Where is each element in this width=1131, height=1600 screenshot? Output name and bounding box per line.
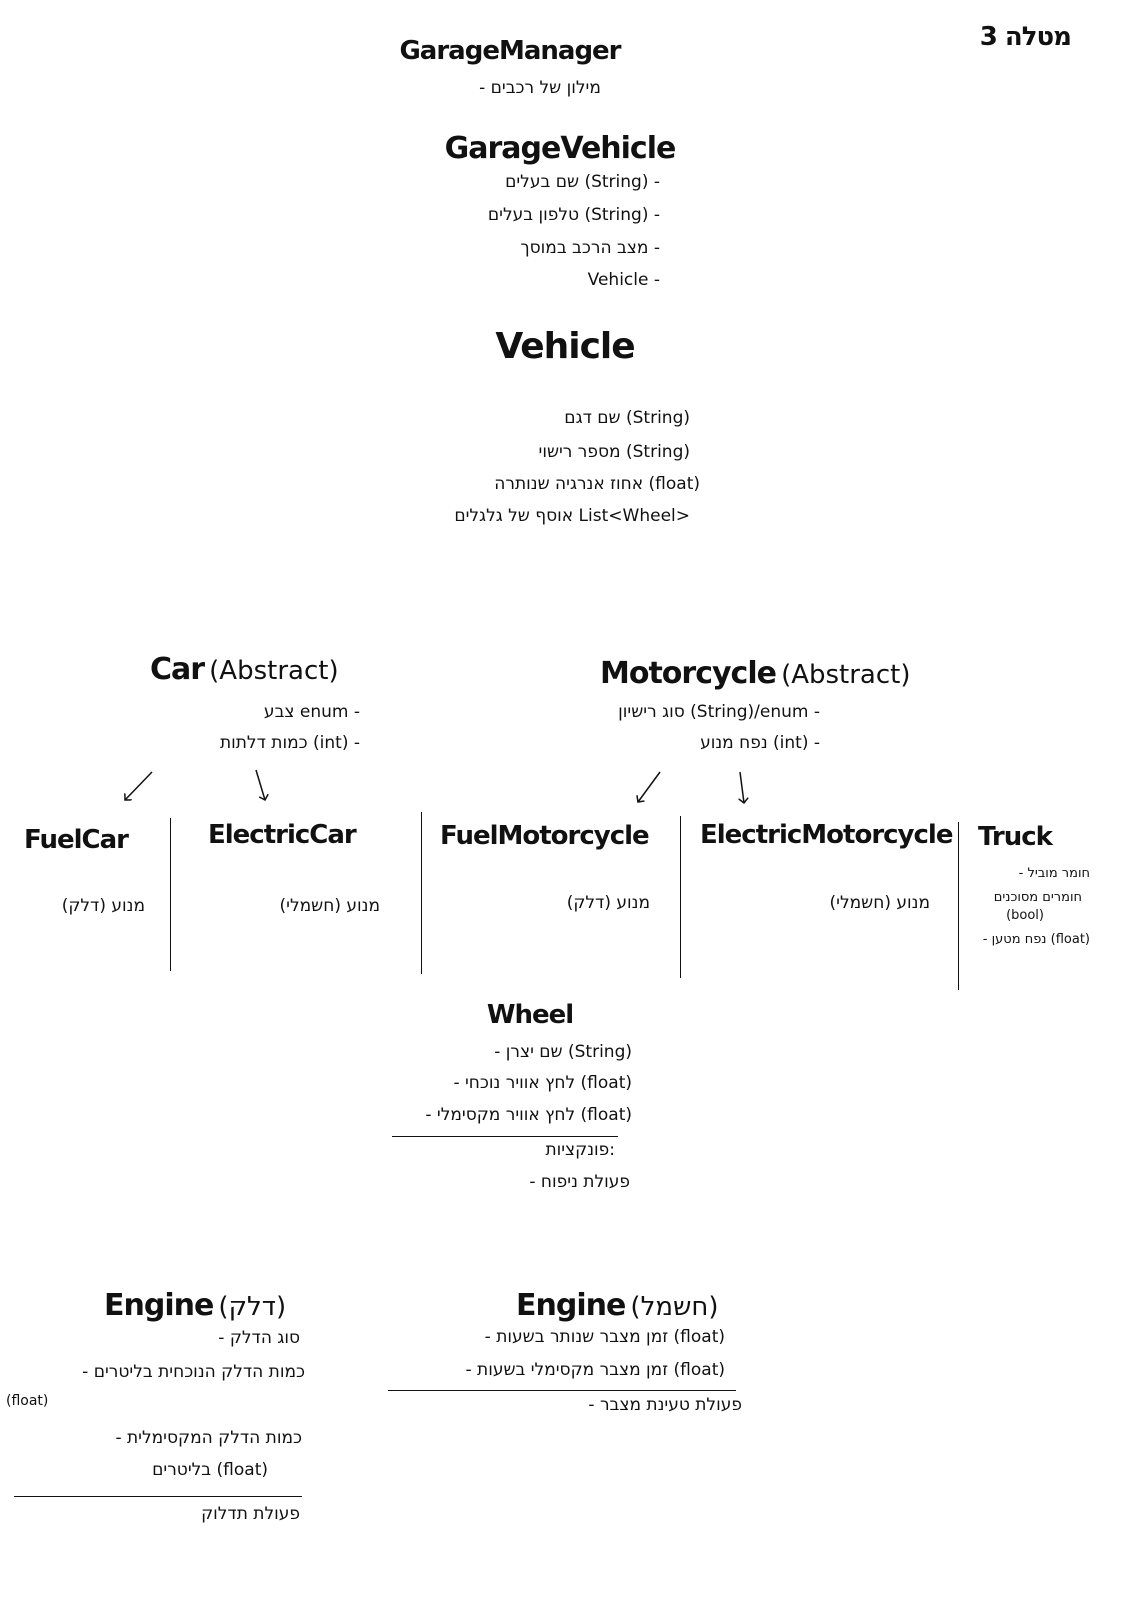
engine-fuel-title: Engine — [104, 1288, 214, 1323]
engine-electric-title: Engine — [516, 1288, 626, 1323]
garage-vehicle-attr-status: מצב הרכב במוסך - — [520, 238, 660, 258]
motorcycle-attr-license-type: סוג רישיון (String)/enum - — [618, 702, 820, 722]
garage-vehicle-attr-vehicle: Vehicle - — [587, 270, 660, 290]
car-heading: Car (Abstract) — [150, 652, 339, 687]
electricmotorcycle-title: ElectricMotorcycle — [700, 820, 953, 850]
wheel-attr-manufacturer: - שם יצרן (String) — [494, 1042, 632, 1062]
engine-fuel-attr-current-type: (float) — [6, 1393, 49, 1409]
engine-electric-attr-max: - זמן מצבר מקסימלי בשעות (float) — [465, 1360, 725, 1380]
engine-fuel-qualifier: (דלק) — [218, 1292, 287, 1322]
wheel-attr-current-pressure: - לחץ אוויר נוכחי (float) — [453, 1073, 632, 1093]
car-title: Car — [150, 652, 205, 687]
garage-vehicle-title: GarageVehicle — [444, 131, 677, 166]
engine-electric-function-charge: - פעולת טעינת מצבר — [588, 1395, 742, 1415]
truck-attr-cargo-volume: - נפח מטען (float) — [982, 932, 1090, 947]
separator-1 — [170, 818, 171, 971]
motorcycle-attr-engine-volume: נפח מנוע (int) - — [700, 733, 820, 753]
motorcycle-heading: Motorcycle (Abstract) — [600, 656, 911, 691]
wheel-functions-label: פונקציות: — [545, 1140, 615, 1160]
wheel-attr-max-pressure: - לחץ אוויר מקסימלי (float) — [425, 1105, 632, 1125]
vehicle-attr-model: שם דגם (String) — [564, 408, 690, 428]
garage-vehicle-attr-phone: טלפון בעלים (String) - — [487, 205, 660, 225]
separator-4 — [958, 822, 959, 990]
engine-fuel-attr-max-unit: בליטרים (float) — [152, 1460, 268, 1480]
assignment-label: מטלה 3 — [979, 22, 1072, 52]
car-attr-color: צבע enum - — [263, 702, 360, 722]
fuelcar-attr-engine: מנוע (דלק) — [61, 896, 145, 916]
wheel-function-inflate: - פעולת ניפוח — [529, 1172, 630, 1192]
electriccar-attr-engine: מנוע (חשמלי) — [279, 896, 380, 916]
engine-electric-attr-remaining: - זמן מצבר שנותר בשעות (float) — [484, 1327, 725, 1347]
truck-attr-hazardous-type: (bool) — [1006, 908, 1044, 923]
arrow-car-to-electriccar — [255, 769, 265, 800]
garage-manager-title: GarageManager — [399, 36, 621, 66]
engine-electric-divider — [388, 1390, 736, 1391]
engine-electric-qualifier: (חשמל) — [630, 1292, 719, 1322]
separator-3 — [680, 816, 681, 978]
engine-electric-heading: Engine (חשמל) — [516, 1288, 719, 1323]
vehicle-attr-wheels: אוסף של גלגלים List<Wheel> — [454, 506, 690, 526]
vehicle-attr-license: מספר רישוי (String) — [538, 442, 690, 462]
arrow-motorcycle-to-electricmotorcycle — [740, 771, 744, 803]
engine-fuel-function-refuel: פעולת תדלוק — [201, 1504, 300, 1524]
wheel-divider — [392, 1136, 618, 1137]
fuelmotorcycle-attr-engine: מנוע (דלק) — [566, 893, 650, 913]
engine-fuel-divider — [14, 1496, 302, 1497]
truck-attr-hazardous: חומרים מסוכנים — [993, 890, 1082, 905]
vehicle-title: Vehicle — [495, 326, 635, 367]
engine-fuel-attr-type: - סוג הדלק — [218, 1328, 300, 1348]
fuelcar-title: FuelCar — [24, 825, 129, 855]
car-attr-doors: כמות דלתות (int) - — [219, 733, 360, 753]
motorcycle-title: Motorcycle — [600, 656, 777, 691]
vehicle-attr-energy: אחוז אנרגיה שנותרה (float) — [494, 474, 700, 494]
motorcycle-abstract-label: (Abstract) — [781, 660, 911, 690]
truck-title: Truck — [978, 822, 1053, 852]
arrow-car-to-fuelcar — [125, 771, 153, 800]
engine-fuel-attr-max: - כמות הדלק המקסימלית — [115, 1428, 302, 1448]
separator-2 — [421, 812, 422, 974]
truck-attr-cargo: - חומר מוביל — [1018, 866, 1090, 881]
car-abstract-label: (Abstract) — [209, 656, 339, 686]
arrow-motorcycle-to-fuelmotorcycle — [638, 771, 661, 802]
engine-fuel-attr-current: - כמות הדלק הנוכחית בליטרים — [82, 1362, 305, 1382]
engine-fuel-heading: Engine (דלק) — [104, 1288, 286, 1323]
electricmotorcycle-attr-engine: מנוע (חשמלי) — [829, 893, 930, 913]
garage-vehicle-attr-owner: שם בעלים (String) - — [505, 172, 660, 192]
fuelmotorcycle-title: FuelMotorcycle — [440, 821, 650, 851]
wheel-title: Wheel — [486, 1000, 574, 1030]
electriccar-title: ElectricCar — [208, 820, 357, 850]
garage-manager-attr: - מילון של רכבים — [479, 78, 601, 98]
